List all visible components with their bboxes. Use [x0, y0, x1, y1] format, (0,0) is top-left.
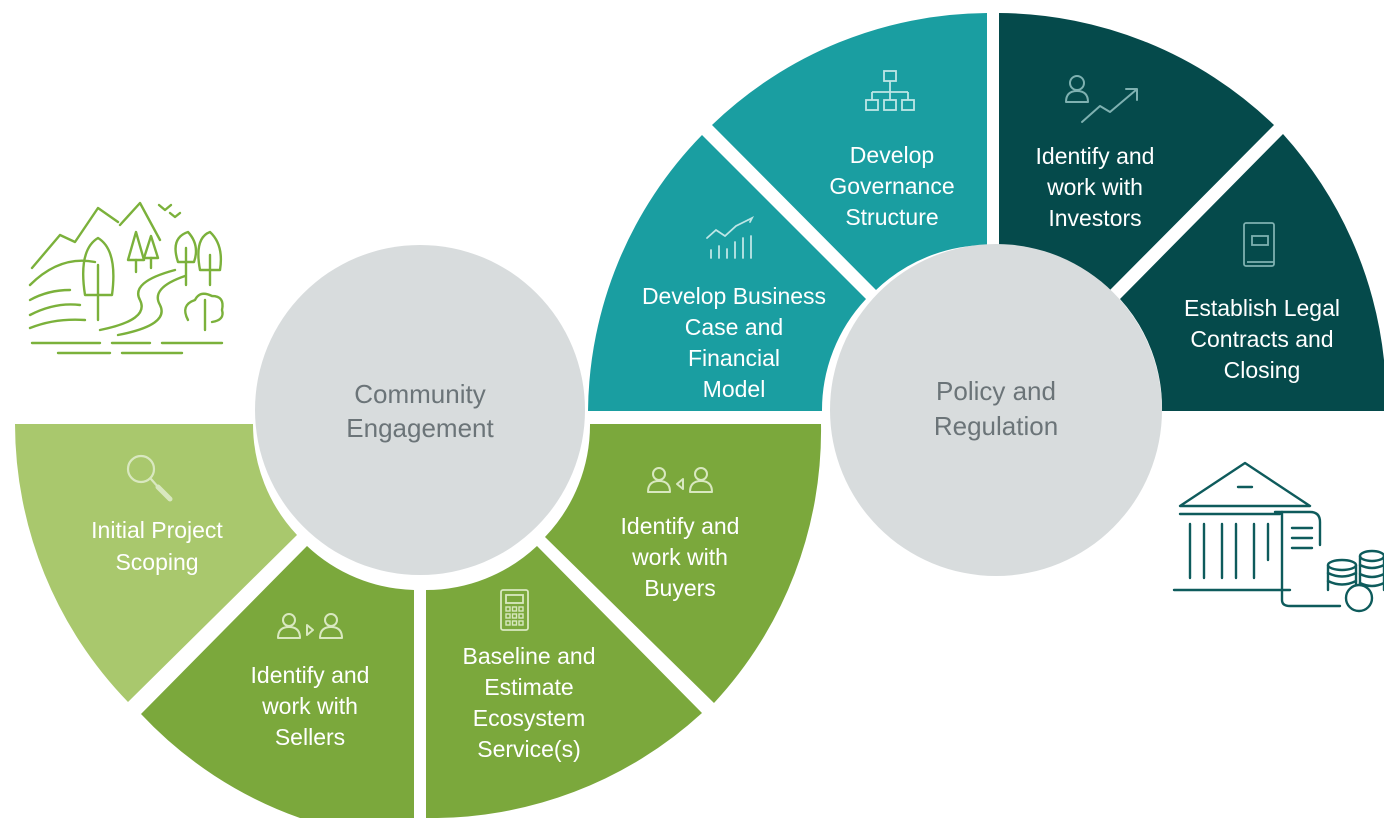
label-sellers-3: Sellers	[275, 724, 345, 750]
segment-labels: Initial Project Scoping Identify and wor…	[91, 142, 1340, 762]
label-governance-2: Governance	[829, 173, 954, 199]
label-sellers-2: work with	[261, 693, 358, 719]
lower-ring	[15, 424, 822, 818]
label-business-3: Financial	[688, 345, 780, 371]
segment-business-case[interactable]	[588, 135, 866, 411]
hub-policy-label-2: Regulation	[934, 411, 1058, 441]
label-investors-1: Identify and	[1036, 143, 1155, 169]
people-exchange-icon	[647, 467, 713, 493]
people-exchange-icon	[277, 613, 343, 639]
segment-governance-structure[interactable]	[712, 13, 987, 290]
label-scoping-1: Initial Project	[91, 517, 223, 543]
magnifier-icon	[126, 454, 173, 502]
label-legal-3: Closing	[1224, 357, 1301, 383]
label-investors-2: work with	[1046, 174, 1143, 200]
label-buyers-1: Identify and	[621, 513, 740, 539]
label-baseline-3: Ecosystem	[473, 705, 585, 731]
segment-identify-buyers[interactable]	[545, 424, 822, 703]
upper-ring	[588, 13, 1384, 411]
segment-identify-investors[interactable]	[999, 13, 1274, 290]
hub-policy-label-1: Policy and	[936, 376, 1056, 406]
landscape-illustration	[28, 201, 224, 355]
hub-community-engagement[interactable]	[255, 245, 585, 575]
bank-contract-coins-illustration	[1172, 461, 1384, 613]
org-chart-icon	[865, 70, 915, 111]
hub-community-label-2: Engagement	[346, 413, 494, 443]
calculator-icon	[500, 589, 529, 631]
label-business-1: Develop Business	[642, 283, 826, 309]
label-sellers-1: Identify and	[251, 662, 370, 688]
label-legal-1: Establish Legal	[1184, 295, 1340, 321]
segment-identify-sellers[interactable]	[141, 546, 414, 818]
label-baseline-1: Baseline and	[463, 643, 596, 669]
segment-baseline-ecosystem[interactable]	[426, 546, 702, 818]
label-business-2: Case and	[685, 314, 783, 340]
hub-policy-regulation[interactable]	[830, 244, 1162, 576]
growth-chart-icon	[706, 215, 755, 259]
contract-book-icon	[1243, 222, 1275, 267]
label-buyers-2: work with	[631, 544, 728, 570]
label-governance-1: Develop	[850, 142, 934, 168]
label-buyers-3: Buyers	[644, 575, 716, 601]
label-scoping-2: Scoping	[115, 549, 198, 575]
label-investors-3: Investors	[1048, 205, 1141, 231]
investor-growth-icon	[1065, 75, 1138, 123]
label-baseline-2: Estimate	[484, 674, 573, 700]
label-legal-2: Contracts and	[1190, 326, 1333, 352]
label-governance-3: Structure	[845, 204, 938, 230]
label-baseline-4: Service(s)	[477, 736, 581, 762]
segment-legal-contracts[interactable]	[1120, 134, 1384, 411]
label-business-4: Model	[703, 376, 766, 402]
segment-initial-project-scoping[interactable]	[15, 424, 297, 702]
hub-community-label-1: Community	[354, 379, 485, 409]
